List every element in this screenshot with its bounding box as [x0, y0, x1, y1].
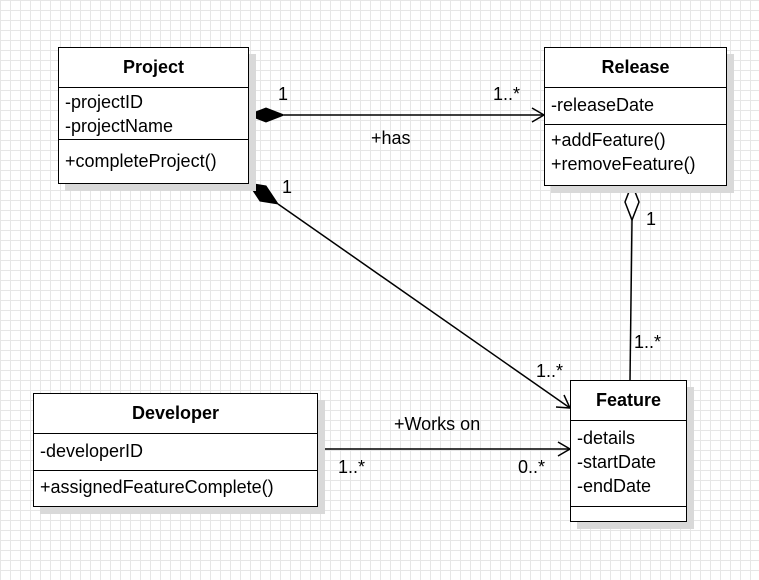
operation-complete-project: +completeProject() — [65, 151, 217, 171]
project-attributes: -projectID -projectName — [59, 88, 248, 140]
developer-feature-source-multiplicity: 1..* — [338, 457, 365, 477]
composition-diamond — [246, 107, 286, 123]
release-feature-source-multiplicity: 1 — [646, 209, 656, 229]
release-feature-association[interactable] — [624, 181, 640, 381]
operation-assigned-feature-complete: +assignedFeatureComplete() — [40, 477, 274, 497]
attribute-project-name: -projectName — [65, 116, 174, 136]
project-release-role-label: +has — [371, 128, 411, 148]
project-release-source-multiplicity: 1 — [278, 84, 288, 104]
operation-add-feature: +addFeature() — [551, 130, 666, 150]
attribute-start-date: -startDate — [577, 452, 657, 472]
developer-feature-target-multiplicity: 0..* — [518, 457, 545, 477]
project-class-box[interactable]: Project -projectID -projectName +complet… — [58, 47, 249, 184]
operation-remove-feature: +removeFeature() — [551, 154, 696, 174]
developer-operations: +assignedFeatureComplete() — [34, 471, 317, 506]
feature-operations — [571, 507, 686, 521]
attribute-release-date: -releaseDate — [551, 95, 655, 115]
attribute-developer-id: -developerID — [40, 441, 144, 461]
composition-diamond — [246, 182, 280, 205]
project-feature-association[interactable] — [246, 182, 572, 409]
aggregation-diamond — [624, 181, 640, 223]
feature-class-name: Feature — [571, 381, 686, 421]
attribute-project-id: -projectID — [65, 92, 144, 112]
release-attributes: -releaseDate — [545, 88, 726, 125]
attribute-details: -details — [577, 428, 636, 448]
developer-class-box[interactable]: Developer -developerID +assignedFeatureC… — [33, 393, 318, 507]
developer-class-name: Developer — [34, 394, 317, 434]
developer-feature-role-label: +Works on — [394, 414, 480, 434]
project-class-name: Project — [59, 48, 248, 88]
developer-attributes: -developerID — [34, 434, 317, 471]
project-release-association[interactable] — [246, 107, 546, 123]
attribute-end-date: -endDate — [577, 476, 652, 496]
release-class-box[interactable]: Release -releaseDate +addFeature() +remo… — [544, 47, 727, 186]
project-operations: +completeProject() — [59, 140, 248, 183]
feature-class-box[interactable]: Feature -details -startDate -endDate — [570, 380, 687, 522]
release-operations: +addFeature() +removeFeature() — [545, 125, 726, 185]
project-feature-source-multiplicity: 1 — [282, 177, 292, 197]
release-class-name: Release — [545, 48, 726, 88]
release-feature-target-multiplicity: 1..* — [634, 332, 661, 352]
project-release-target-multiplicity: 1..* — [493, 84, 520, 104]
feature-attributes: -details -startDate -endDate — [571, 421, 686, 507]
developer-feature-association[interactable] — [318, 441, 572, 457]
project-feature-target-multiplicity: 1..* — [536, 361, 563, 381]
